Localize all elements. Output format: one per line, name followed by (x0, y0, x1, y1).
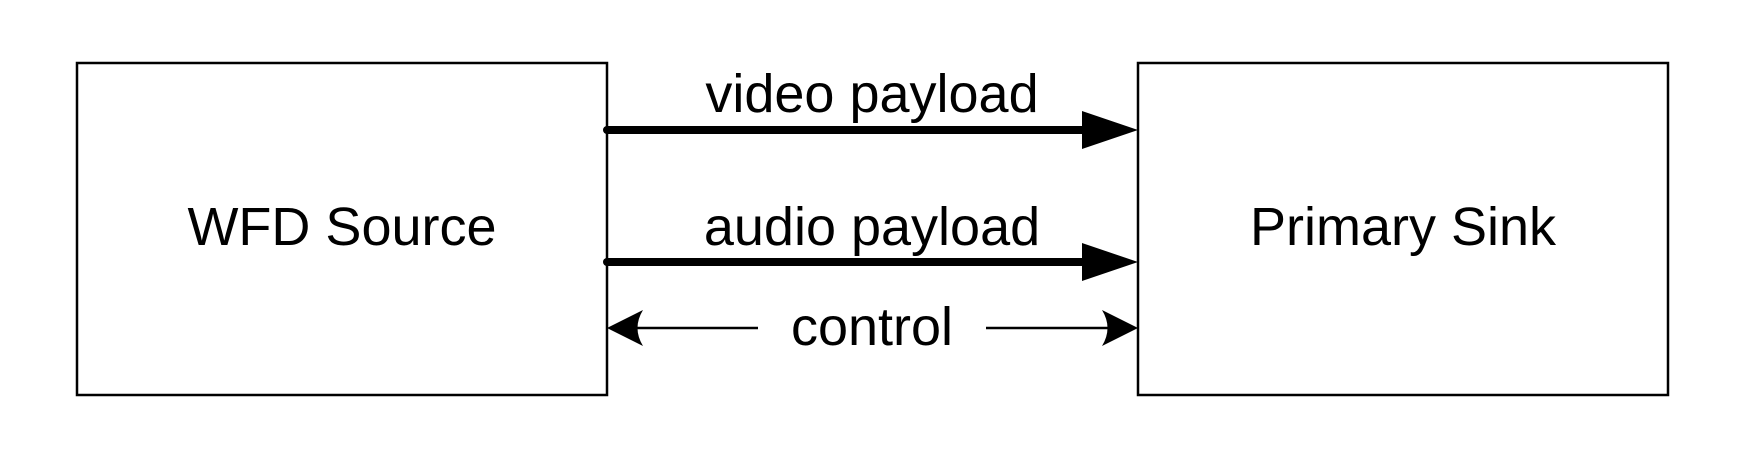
video-payload-arrowhead-icon (1082, 111, 1138, 149)
source-node: WFD Source (75, 61, 609, 397)
audio-payload-label: audio payload (704, 197, 1040, 257)
audio-payload-origin-dot (603, 258, 611, 266)
sink-box (1136, 61, 1670, 397)
control-right-arrowhead-icon (1102, 310, 1138, 346)
sink-label: Primary Sink (1250, 197, 1557, 257)
sink-node: Primary Sink (1136, 61, 1670, 397)
video-payload-label: video payload (705, 64, 1038, 124)
audio-payload-link: audio payload (603, 197, 1138, 281)
source-box (75, 61, 609, 397)
control-label: control (791, 297, 953, 357)
audio-payload-arrowhead-icon (1082, 243, 1138, 281)
control-left-arrowhead-icon (607, 310, 643, 346)
video-payload-origin-dot (603, 126, 611, 134)
video-payload-link: video payload (603, 64, 1138, 149)
source-label: WFD Source (187, 197, 496, 257)
control-link: control (607, 297, 1138, 357)
